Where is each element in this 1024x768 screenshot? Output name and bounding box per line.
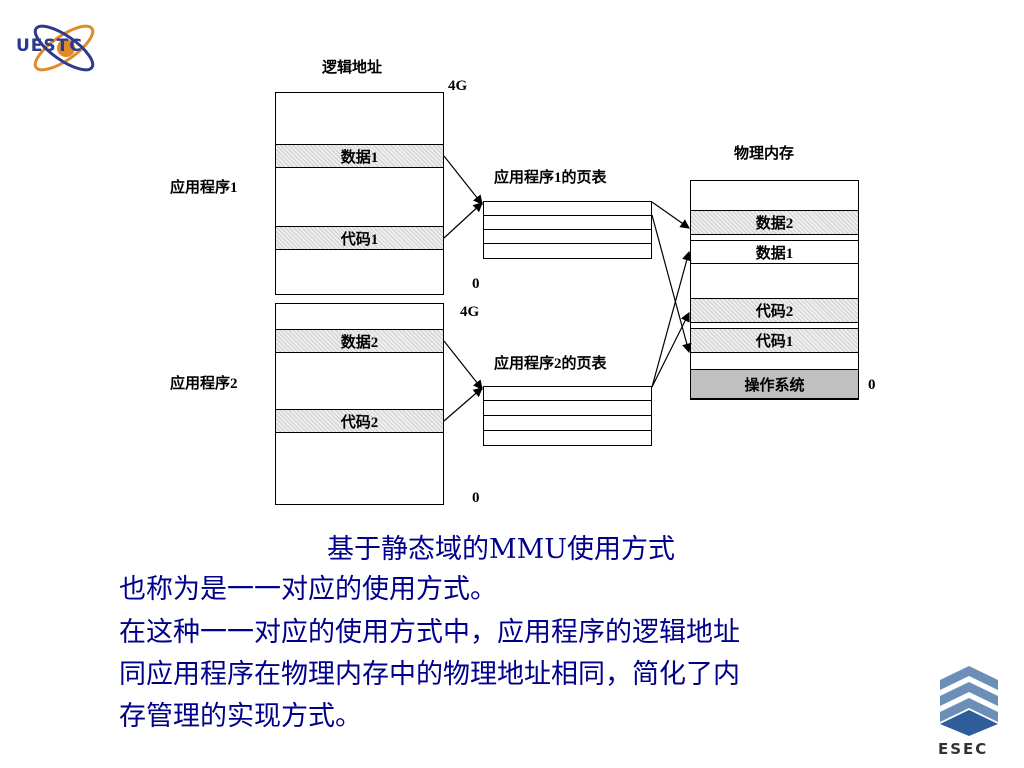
app2-top-label: 4G xyxy=(460,304,480,320)
caption-line-2: 在这种一一对应的使用方式中，应用程序的逻辑地址 xyxy=(119,617,740,648)
caption-title: 基于静态域的MMU使用方式 xyxy=(327,534,676,565)
arrow-pt1-to-code1 xyxy=(651,214,692,354)
phys-segment-os: 操作系统 xyxy=(690,369,859,399)
caption-line-3: 同应用程序在物理内存中的物理地址相同，简化了内 xyxy=(119,659,740,690)
arrow-app2-code-to-pt2 xyxy=(443,387,483,422)
app1-address-space xyxy=(275,92,444,295)
arrow-app1-code-to-pt1 xyxy=(443,202,483,239)
physical-memory-label: 物理内存 xyxy=(734,146,795,162)
uestc-logo-text: UESTC xyxy=(16,36,83,56)
app2-code-segment: 代码2 xyxy=(275,409,444,433)
app1-code-segment: 代码1 xyxy=(275,226,444,250)
phys-segment-data2: 数据2 xyxy=(690,210,859,235)
app2-label: 应用程序2 xyxy=(170,376,238,392)
phys-segment-code2: 代码2 xyxy=(690,298,859,323)
app1-label: 应用程序1 xyxy=(170,180,238,196)
caption-line-1: 也称为是一一对应的使用方式。 xyxy=(119,574,497,605)
app2-data-segment: 数据2 xyxy=(275,329,444,353)
page-table2 xyxy=(483,386,652,446)
arrow-app1-data-to-pt1 xyxy=(443,155,483,205)
page-table1-label: 应用程序1的页表 xyxy=(494,170,607,186)
page-table2-label: 应用程序2的页表 xyxy=(494,356,607,372)
logical-address-label: 逻辑地址 xyxy=(322,60,383,76)
page-table1 xyxy=(483,201,652,259)
esec-logo-text: ESEC xyxy=(938,740,989,758)
phys-segment-data1: 数据1 xyxy=(690,240,859,264)
arrow-pt1-to-data1 xyxy=(651,201,690,229)
caption-line-4: 存管理的实现方式。 xyxy=(119,701,362,732)
phys-segment-code1: 代码1 xyxy=(690,328,859,353)
uestc-logo: UESTC xyxy=(14,12,114,84)
arrow-pt2-to-code2 xyxy=(651,311,690,388)
app2-bottom-label: 0 xyxy=(472,490,480,506)
app1-bottom-label: 0 xyxy=(472,276,480,292)
arrow-pt2-to-data2 xyxy=(651,250,692,388)
app1-top-label: 4G xyxy=(448,78,468,94)
arrow-app2-data-to-pt2 xyxy=(443,340,483,390)
esec-logo: ESEC xyxy=(934,660,1004,760)
phys-bottom-label: 0 xyxy=(868,377,876,393)
app1-data-segment: 数据1 xyxy=(275,144,444,168)
